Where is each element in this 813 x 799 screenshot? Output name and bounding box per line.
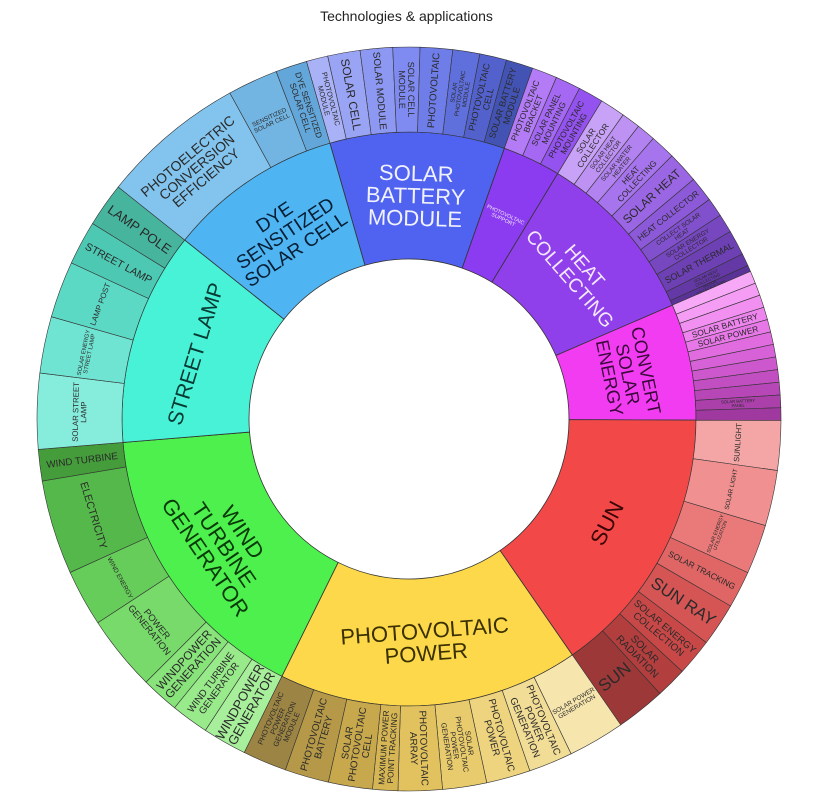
label-outer-solar-battery-panel: SOLAR BATTERYPANEL — [721, 398, 756, 409]
label-outer-solar-street-lamp: SOLAR STREETLAMP — [71, 382, 89, 442]
label-outer-solar-photovoltaic-power-generation: SOLARPHOTOVOLTAICPOWERGENERATION — [439, 715, 479, 776]
wedge-outer-convert-solar-energy-segment[interactable] — [695, 407, 782, 421]
label-inner-solar-battery-module: SOLARBATTERYMODULE — [365, 159, 467, 232]
chart-title: Technologies & applications — [320, 8, 493, 24]
label-outer-maximum-power-point-tracking: MAXIMUM POWERPOINT TRACKING — [376, 710, 399, 785]
wedge-outer-dye-sensitized-solar-cell[interactable] — [275, 61, 331, 152]
label-outer-solar-cell-module: SOLAR CELLMODULE — [397, 62, 417, 118]
label-outer-sunlight: SUNLIGHT — [732, 423, 744, 463]
center-hole — [249, 259, 569, 579]
label-outer-photovoltaic-array: PHOTOVOLTAICARRAY — [406, 710, 429, 786]
